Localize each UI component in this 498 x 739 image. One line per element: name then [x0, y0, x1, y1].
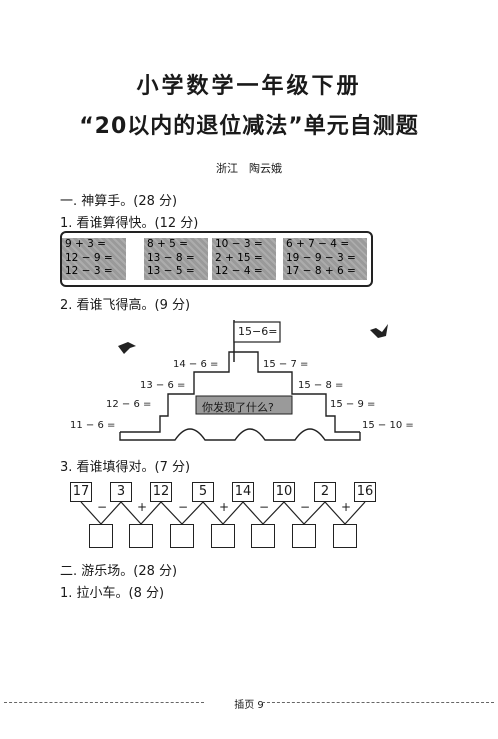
center-question: 你发现了什么? [202, 401, 274, 414]
calc-item: 12 − 3 = [65, 265, 113, 277]
calc-group-2: 8 + 5 = 13 − 8 = 13 − 5 = [144, 238, 208, 280]
operator: + [137, 500, 148, 514]
footer-dash-right [262, 702, 494, 703]
calc-group-4: 6 + 7 − 4 = 19 − 9 − 3 = 17 − 8 + 6 = [283, 238, 367, 280]
left-step-1: 14 − 6 = [173, 359, 219, 370]
number-box: 12 [150, 482, 172, 502]
calc-item: 13 − 5 = [147, 265, 195, 277]
flag-equation: 15−6= [238, 325, 278, 338]
number-box: 17 [70, 482, 92, 502]
bird-icon-right [370, 324, 388, 338]
section-2-heading: 二. 游乐场。(28 分) [60, 564, 178, 579]
title-line-1: 小学数学一年级下册 [136, 74, 362, 99]
right-step-3: 15 − 9 = [330, 399, 376, 410]
operator: − [97, 500, 108, 514]
answer-box[interactable] [333, 524, 357, 548]
quick-calc-panel: 9 + 3 = 12 − 9 = 12 − 3 = 8 + 5 = 13 − 8… [60, 231, 373, 287]
number-box: 5 [192, 482, 214, 502]
author: 浙江 陶云娥 [216, 162, 282, 175]
title-line-2: “20以内的退位减法”单元自测题 [79, 114, 419, 139]
number-box: 16 [354, 482, 376, 502]
staircase-diagram [118, 320, 388, 441]
calc-group-3: 10 − 3 = 2 + 15 = 12 − 4 = [212, 238, 276, 280]
calc-item: 8 + 5 = [147, 238, 188, 250]
answer-box[interactable] [211, 524, 235, 548]
operator: − [300, 500, 311, 514]
operator: + [341, 500, 352, 514]
number-box: 10 [273, 482, 295, 502]
right-step-2: 15 − 8 = [298, 380, 344, 391]
left-step-4: 11 − 6 = [70, 420, 116, 431]
number-box: 2 [314, 482, 336, 502]
question-1-heading: 1. 看谁算得快。(12 分) [60, 216, 199, 231]
left-step-3: 12 − 6 = [106, 399, 152, 410]
calc-item: 6 + 7 − 4 = [286, 238, 350, 250]
calc-item: 10 − 3 = [215, 238, 263, 250]
calc-item: 12 − 9 = [65, 251, 113, 264]
bridge-base [119, 428, 361, 441]
bird-icon-left [118, 342, 136, 354]
calc-item: 19 − 9 − 3 = [286, 251, 356, 264]
operator: − [178, 500, 189, 514]
flag-icon [233, 320, 281, 362]
answer-box[interactable] [129, 524, 153, 548]
center-box [195, 395, 293, 415]
connector-lines [80, 502, 366, 525]
answer-box[interactable] [292, 524, 316, 548]
page-footer: 插页 9 [234, 700, 264, 711]
right-step-1: 15 − 7 = [263, 359, 309, 370]
calc-item: 13 − 8 = [147, 251, 195, 264]
answer-box[interactable] [89, 524, 113, 548]
footer-dash-left [4, 702, 204, 703]
number-box: 3 [110, 482, 132, 502]
section-1-heading: 一. 神算手。(28 分) [60, 194, 178, 209]
question-2-1-heading: 1. 拉小车。(8 分) [60, 586, 165, 601]
right-step-4: 15 − 10 = [362, 420, 414, 431]
operator: + [219, 500, 230, 514]
calc-item: 17 − 8 + 6 = [286, 265, 356, 277]
question-3-heading: 3. 看谁填得对。(7 分) [60, 460, 191, 475]
calc-group-1: 9 + 3 = 12 − 9 = 12 − 3 = [62, 238, 126, 280]
answer-box[interactable] [170, 524, 194, 548]
calc-item: 9 + 3 = [65, 238, 106, 250]
operator: − [259, 500, 270, 514]
number-box: 14 [232, 482, 254, 502]
calc-item: 12 − 4 = [215, 265, 263, 277]
left-step-2: 13 − 6 = [140, 380, 186, 391]
calc-item: 2 + 15 = [215, 251, 263, 264]
answer-box[interactable] [251, 524, 275, 548]
staircase-outline [120, 351, 360, 433]
question-2-heading: 2. 看谁飞得高。(9 分) [60, 298, 191, 313]
